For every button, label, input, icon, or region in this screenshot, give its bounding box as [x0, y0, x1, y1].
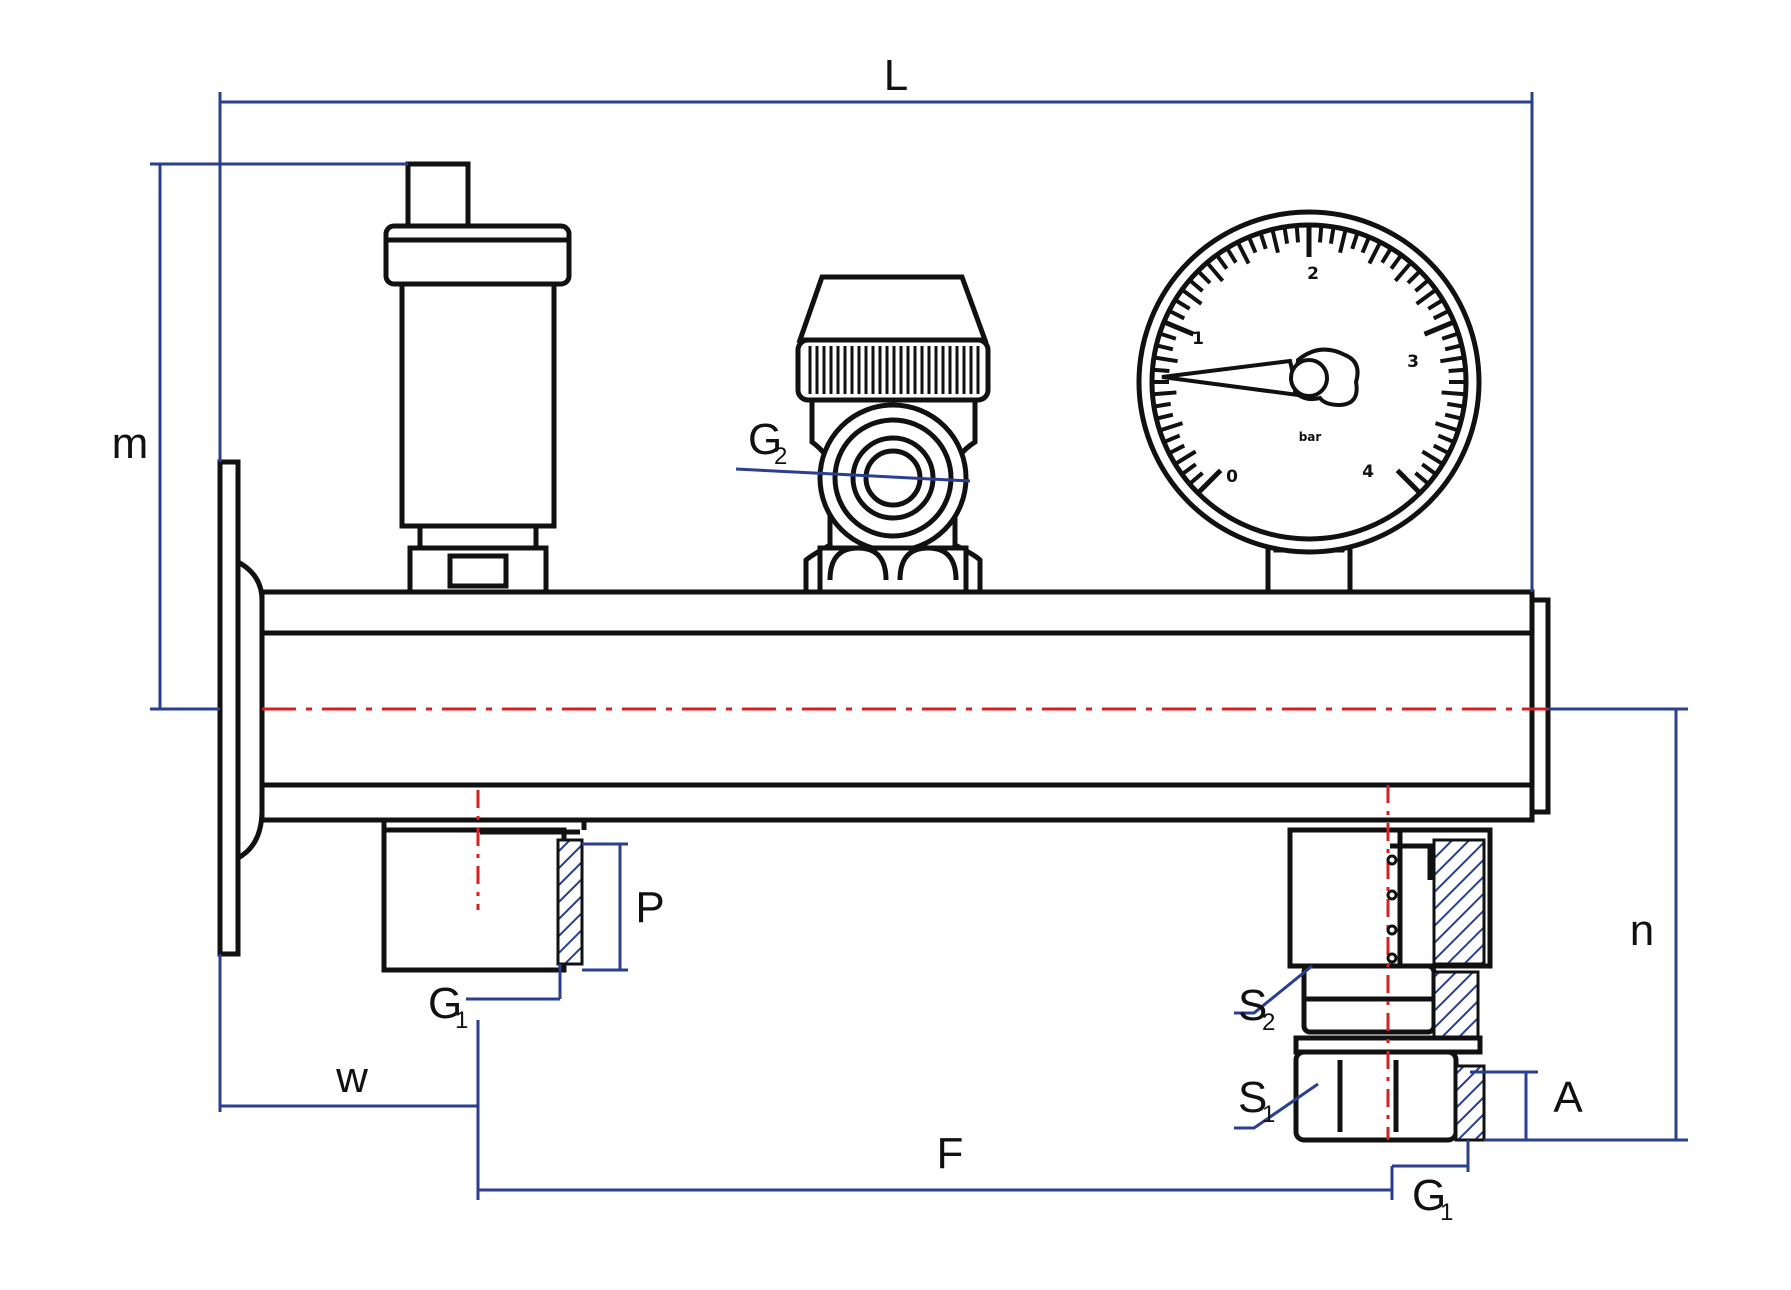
label-G1-right-sub: 1 [1440, 1199, 1453, 1226]
gauge-tick [1247, 238, 1258, 254]
pressure-gauge-icon: 0 1 2 3 4 bar [1136, 209, 1482, 595]
flange-plate [217, 459, 265, 957]
gauge-tick [1421, 449, 1443, 465]
right-outlet [1287, 785, 1493, 1143]
label-G2-sub: 2 [774, 443, 787, 470]
gauge-label-1: 1 [1192, 329, 1204, 349]
label-G2: G 2 [748, 415, 787, 470]
gauge-tick [1444, 343, 1461, 352]
dim-label-n: n [1630, 906, 1654, 955]
label-S2: S 2 [1238, 981, 1275, 1036]
label-G1-right: G 1 [1412, 1171, 1453, 1226]
dim-label-L: L [884, 51, 908, 100]
gauge-label-3: 3 [1407, 352, 1419, 372]
gauge-tick [1415, 289, 1436, 306]
gauge-label-0: 0 [1226, 467, 1238, 487]
gauge-tick [1154, 390, 1177, 397]
gauge-tick [1282, 228, 1290, 245]
gauge-tick [1360, 238, 1371, 254]
gauge-tick [1444, 412, 1461, 421]
left-outlet [381, 790, 587, 973]
dim-label-F: F [937, 1129, 964, 1178]
label-G1-left: G 1 [428, 979, 468, 1034]
gauge-tick [1434, 421, 1458, 432]
gauge-label-4: 4 [1362, 462, 1374, 482]
gauge-tick [1437, 433, 1453, 444]
gauge-tick [1236, 242, 1251, 265]
gauge-tick [1169, 443, 1186, 455]
gauge-tick [1421, 462, 1436, 475]
gauge-tick [1448, 367, 1464, 374]
label-S2-sub: 2 [1262, 1009, 1275, 1036]
dim-label-A: A [1553, 1073, 1583, 1122]
gauge-tick [1157, 343, 1174, 352]
gauge-tick [1294, 227, 1301, 243]
label-G1-left-sub: 1 [455, 1007, 468, 1034]
gauge-tick [1432, 443, 1449, 455]
gauge-unit: bar [1299, 430, 1322, 444]
label-G1-left-main: G [428, 979, 462, 1028]
gauge-tick [1380, 248, 1392, 264]
label-S1-main: S [1238, 1073, 1267, 1122]
gauge-tick [1169, 309, 1186, 321]
dim-label-m: m [112, 419, 149, 468]
gauge-tick [1367, 242, 1382, 265]
gauge-tick [1160, 421, 1184, 432]
gauge-tick [1155, 355, 1178, 364]
gauge-tick [1446, 401, 1463, 409]
label-S1-sub: 1 [1262, 1101, 1275, 1128]
gauge-tick [1154, 367, 1170, 374]
dimension-lines [150, 92, 1688, 1200]
air-vent-icon [383, 161, 572, 595]
gauge-label-2: 2 [1307, 264, 1319, 284]
label-G2-main: G [748, 415, 782, 464]
gauge-tick [1393, 262, 1412, 283]
gauge-tick [1157, 412, 1174, 421]
gauge-tick [1328, 228, 1336, 245]
gauge-tick [1189, 471, 1204, 485]
gauge-tick [1182, 289, 1203, 306]
gauge-tick [1155, 401, 1172, 409]
gauge-tick [1414, 279, 1429, 293]
gauge-tick [1432, 309, 1449, 321]
gauge-tick [1440, 355, 1463, 364]
label-G1-right-main: G [1412, 1171, 1446, 1220]
gauge-tick [1423, 320, 1454, 337]
manifold-pipe [259, 589, 1551, 823]
gauge-tick [1427, 299, 1443, 311]
gauge-tick [1389, 255, 1402, 270]
gauge-tick [1165, 433, 1181, 444]
gauge-tick [1197, 468, 1223, 494]
gauge-tick [1189, 279, 1204, 293]
gauge-tick [1216, 255, 1229, 270]
valve-icon [795, 274, 991, 595]
label-S1: S 1 [1238, 1073, 1275, 1128]
gauge-tick [1317, 227, 1324, 243]
label-S2-main: S [1238, 981, 1267, 1030]
gauge-tick [1414, 471, 1429, 485]
gauge-tick [1350, 233, 1359, 250]
gauge-tick [1338, 230, 1348, 254]
gauge-tick [1175, 299, 1191, 311]
gauge-tick [1206, 262, 1225, 283]
dim-label-P: P [635, 883, 664, 932]
gauge-tick [1226, 248, 1238, 264]
gauge-tick [1395, 468, 1421, 494]
gauge-tick [1160, 332, 1177, 341]
gauge-tick [1406, 270, 1421, 285]
gauge-tick [1441, 390, 1464, 397]
gauge-tick [1197, 270, 1212, 285]
gauge-tick [1164, 320, 1195, 337]
gauge-tick [1259, 233, 1268, 250]
dim-label-w: w [335, 1053, 368, 1102]
gauge-tick [1270, 230, 1280, 254]
gauge-tick [1175, 449, 1197, 465]
gauge-tick [1182, 462, 1197, 475]
gauge-tick [1441, 332, 1458, 341]
